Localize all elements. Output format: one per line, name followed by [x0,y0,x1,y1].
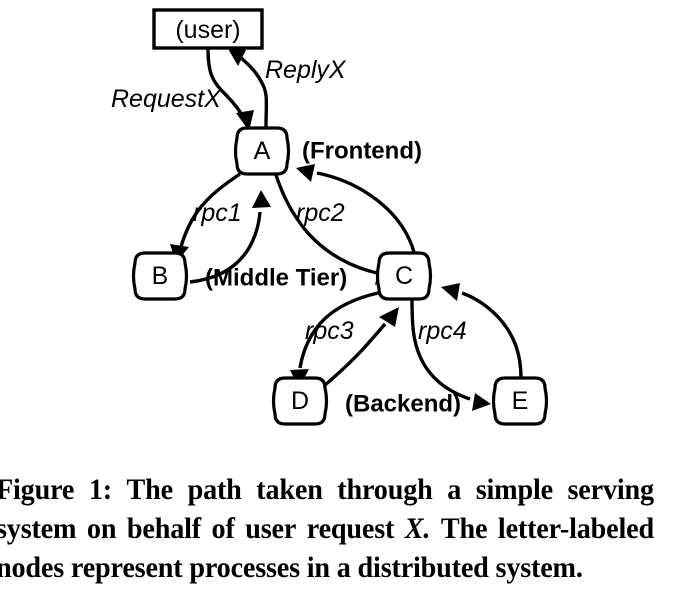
arrow-head-d-return [379,307,399,327]
edge-path-b-return [189,211,262,284]
caption-word: The [440,512,488,545]
caption-word: taken [256,473,323,506]
node-a-label: A [254,137,271,165]
arrow-head-e-return [441,283,460,301]
node-c[interactable]: C [375,251,433,301]
tier-label-middle-tier: (Middle Tier) [205,265,347,292]
node-d[interactable]: D [271,376,329,426]
caption-word: of [211,512,235,545]
node-e-shape [491,376,549,426]
edge-label-rpc4: rpc4 [418,317,467,345]
node-d-shape [271,376,329,426]
figure-caption: Figure 1: The path taken through a simpl… [0,470,654,587]
edge-label-request-x: RequestX [111,85,222,113]
node-b-shape [131,251,189,301]
node-c-label: C [395,262,413,290]
edge-path-d-return [323,322,387,387]
caption-word: a [447,473,462,506]
caption-word: system [0,512,77,545]
tier-label-backend: (Backend) [345,391,461,418]
node-c-shape [375,251,433,301]
edge-path-reply-x [238,55,269,129]
node-a-shape [233,126,291,176]
caption-word: user [245,512,297,545]
node-e-label: E [512,387,529,415]
node-b-label: B [152,262,169,290]
caption-word: Figure [0,473,75,506]
caption-word: The [126,473,174,506]
node-a[interactable]: A [233,126,291,176]
arrow-head-c-return [296,164,315,182]
caption-word: request [306,512,395,545]
arrow-head-b-return [252,190,271,208]
caption-word: letter-labeled [497,512,654,545]
edge-label-rpc3: rpc3 [305,317,354,345]
edge-label-rpc2: rpc2 [296,199,345,227]
edge-path-rpc2 [274,174,378,275]
edge-path-rpc4 [410,297,471,401]
caption-word: serving [567,473,655,506]
caption-word: 1: [88,473,112,506]
caption-word: on [86,512,117,545]
edge-path-rpc3 [298,291,379,369]
edge-d-to-c [323,307,399,387]
edge-a-to-user [227,47,269,129]
caption-line-2: system on behalf of user request X. The … [0,509,654,548]
node-user-shape [152,8,264,50]
caption-line-3: nodes represent processes in a distribut… [0,551,583,584]
arrow-head-rpc4 [472,393,491,411]
caption-line-1: Figure 1: The path taken through a simpl… [0,470,654,509]
node-b[interactable]: B [131,251,189,301]
serving-system-diagram: (user) A B C D E RequestX ReplyX [111,8,549,426]
caption-word: through [337,473,433,506]
node-user-label: (user) [175,16,240,44]
node-d-label: D [291,387,309,415]
caption-word: path [187,473,242,506]
edge-label-reply-x: ReplyX [265,56,347,84]
caption-word: simple [475,473,553,506]
tier-label-frontend: (Frontend) [302,138,422,165]
edge-label-rpc1: rpc1 [193,199,242,227]
edge-c-to-a [296,164,416,253]
caption-word-italic: X. [404,512,431,545]
edge-user-to-a [206,47,254,131]
caption-word: behalf [126,512,201,545]
arrow-head-request-x [236,110,254,131]
arrow-head-reply-x [227,47,246,66]
node-e[interactable]: E [491,376,549,426]
edge-e-to-c [441,283,523,379]
edge-path-c-return [316,171,416,253]
edge-b-to-a [189,190,271,284]
node-user[interactable]: (user) [152,8,264,50]
edge-path-rpc1 [178,172,241,252]
edge-c-to-e [410,297,491,411]
edge-path-e-return [461,291,523,379]
